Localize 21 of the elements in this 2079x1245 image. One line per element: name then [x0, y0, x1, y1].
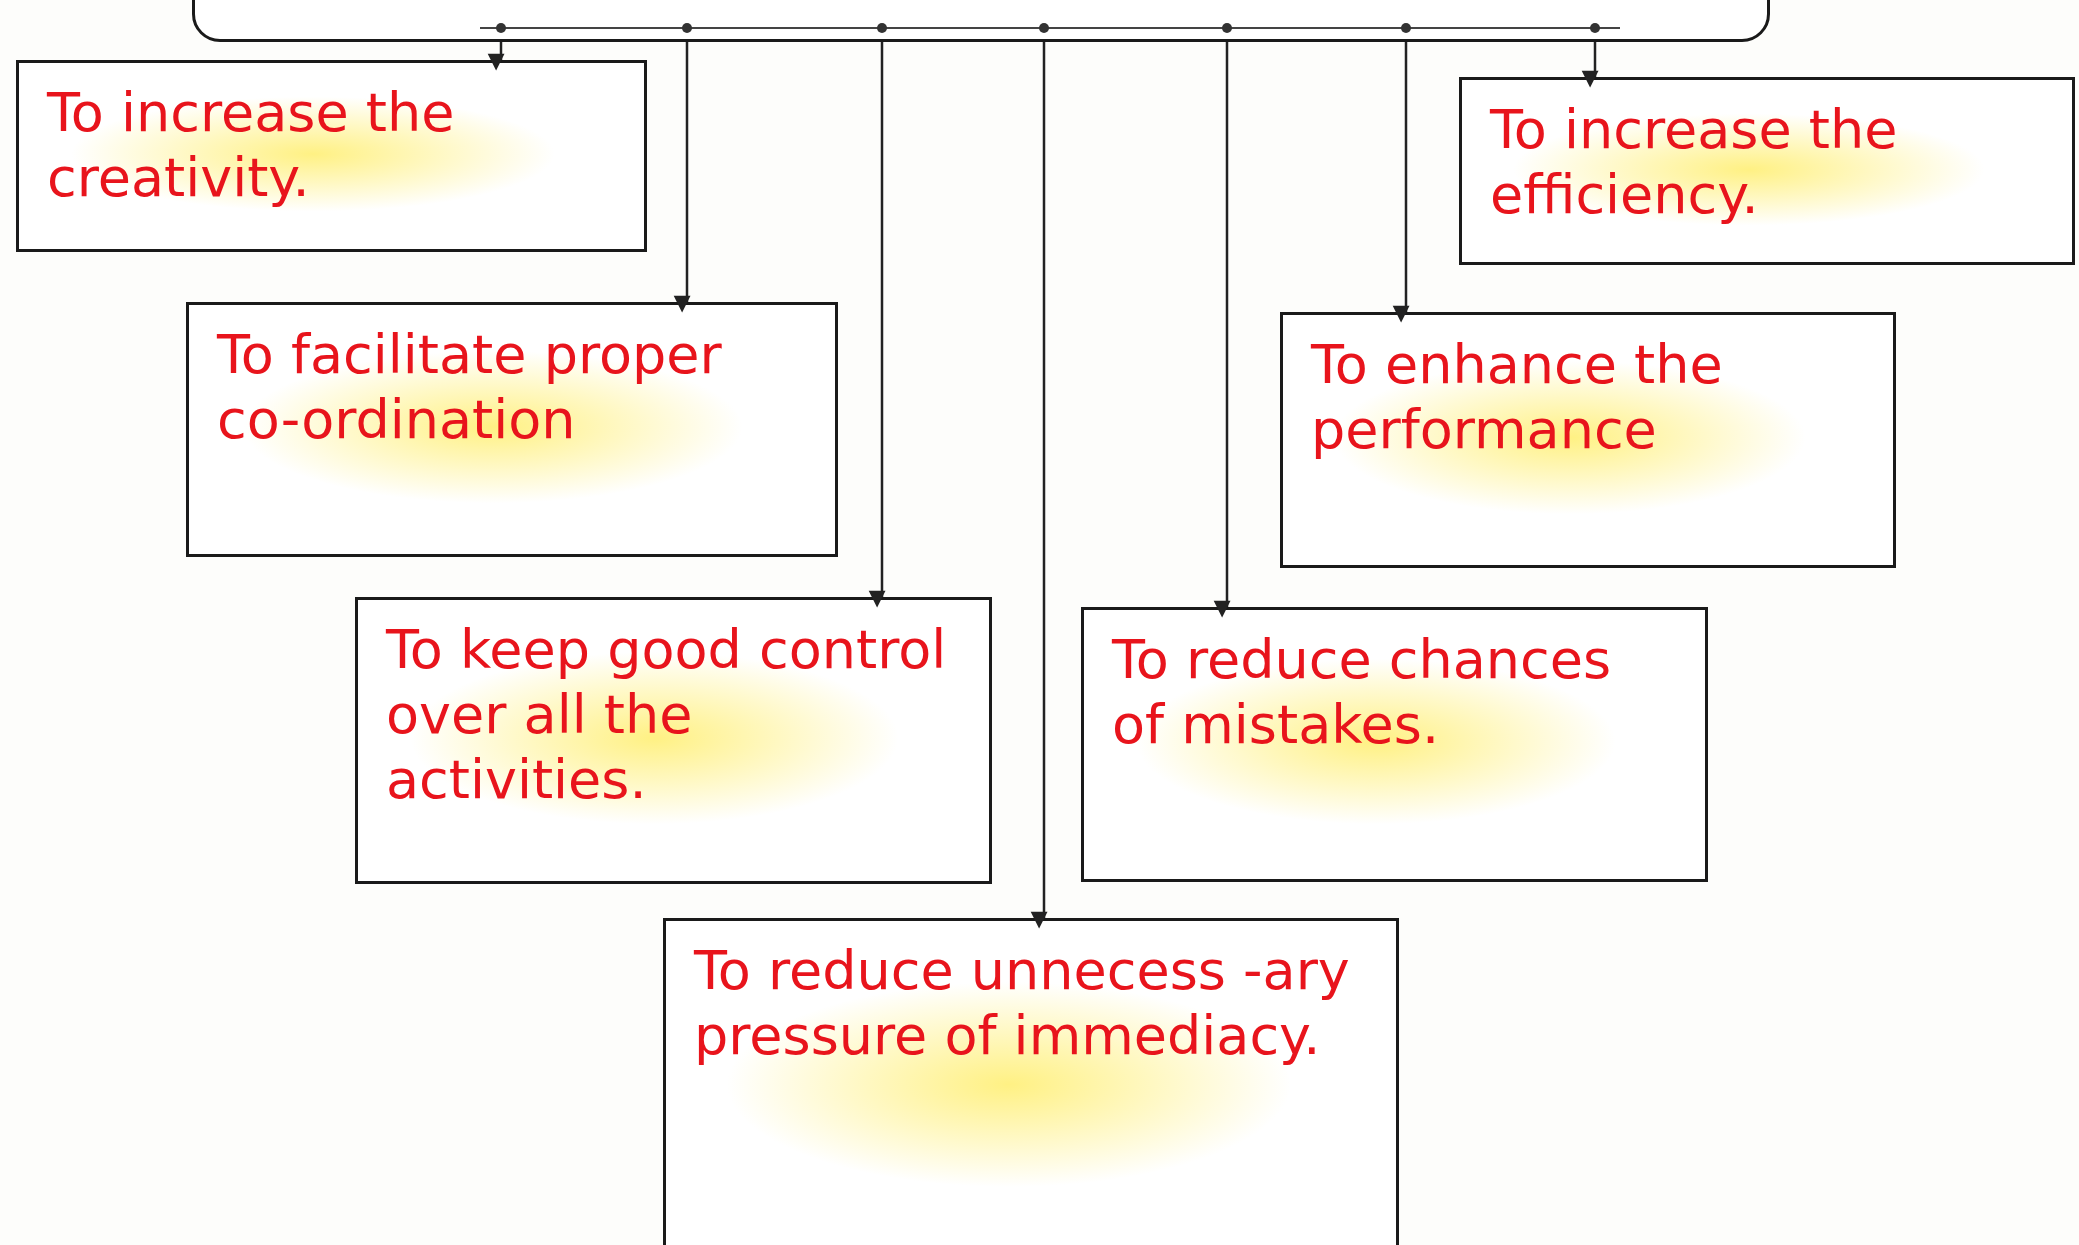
box-text: To increase the creativity. — [45, 80, 456, 211]
arrow — [1213, 42, 1231, 618]
box-text: To enhance the performance — [1309, 332, 1724, 463]
box-text: To keep good control over all the activities. — [384, 617, 948, 813]
box-text: To reduce chances of mistakes. — [1110, 627, 1613, 758]
text-box — [1280, 312, 1896, 568]
box-text: To facilitate proper co-ordination — [215, 322, 723, 453]
arrow — [1581, 42, 1599, 88]
box-text: To reduce unnecess -ary pressure of immediacy. — [692, 938, 1351, 1069]
box-text: To increase the efficiency. — [1488, 97, 1899, 228]
arrow — [868, 42, 886, 608]
text-box — [186, 302, 838, 557]
arrow — [1030, 42, 1048, 929]
arrow — [487, 42, 505, 71]
text-box — [1459, 77, 2075, 265]
text-box — [663, 918, 1399, 1245]
text-box — [355, 597, 992, 884]
arrow — [1392, 42, 1410, 323]
text-box — [16, 60, 647, 252]
text-box — [1081, 607, 1708, 882]
arrow — [673, 42, 691, 313]
